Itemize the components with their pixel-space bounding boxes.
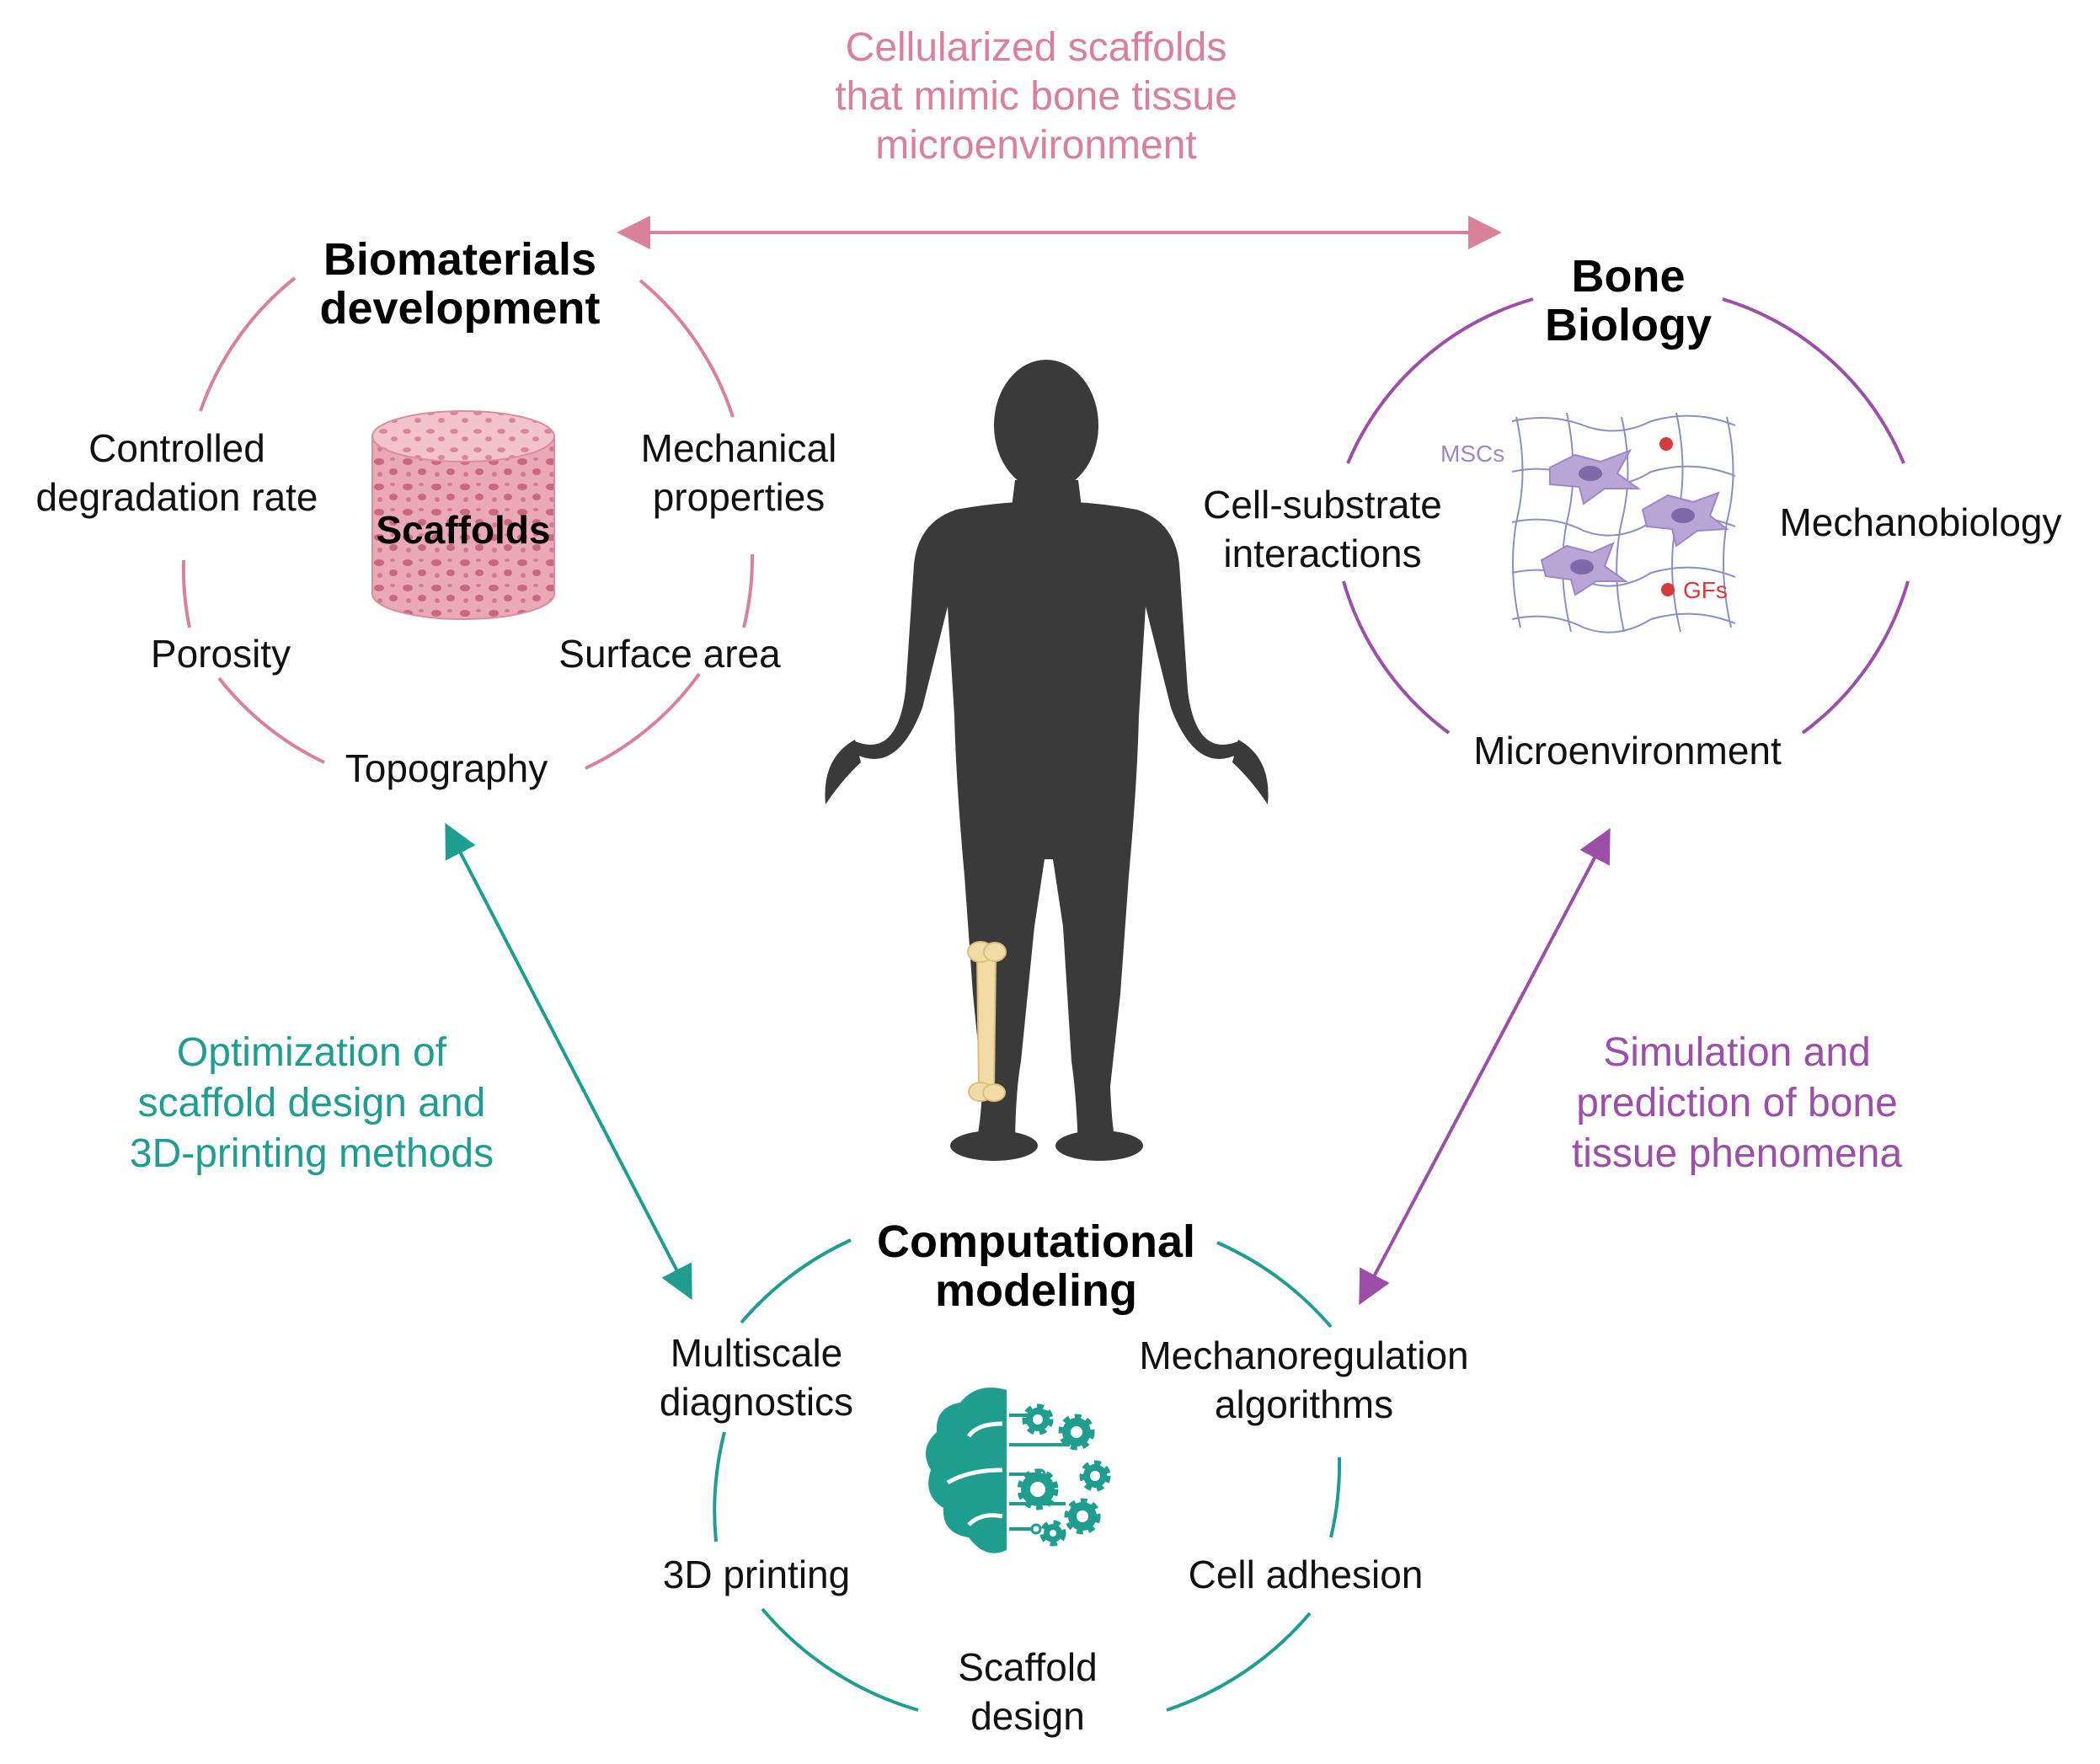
mechanical-label-2: properties <box>653 475 826 519</box>
topography-label: Topography <box>345 746 548 790</box>
scaffold-cylinder-icon <box>371 410 555 620</box>
right-link-line-3: tissue phenomena <box>1572 1131 1903 1176</box>
porosity-label: Porosity <box>151 632 291 676</box>
cell-substrate-label-1: Cell-substrate <box>1203 483 1442 527</box>
top-link-line-1: Cellularized scaffolds <box>846 25 1227 70</box>
right-link-line-1: Simulation and <box>1603 1030 1871 1075</box>
left-link-line-3: 3D-printing methods <box>130 1131 494 1176</box>
left-link-line-2: scaffold design and <box>138 1081 486 1125</box>
computational-cluster: Computational modeling Multiscale diagno… <box>660 1216 1469 1738</box>
controlled-label-1: Controlled <box>88 426 265 470</box>
controlled-label-2: degradation rate <box>35 475 318 519</box>
brain-gears-icon <box>925 1387 1111 1553</box>
mechanoregulation-label-2: algorithms <box>1215 1382 1393 1426</box>
gfs-label: GFs <box>1683 577 1728 603</box>
scaffold-design-label-1: Scaffold <box>958 1645 1097 1689</box>
scaffold-design-label-2: design <box>970 1694 1085 1738</box>
cell-adhesion-label: Cell adhesion <box>1189 1553 1424 1596</box>
right-link-label: Simulation and prediction of bone tissue… <box>1572 1030 1903 1176</box>
surface-area-label: Surface area <box>558 632 781 676</box>
mscs-label: MSCs <box>1440 441 1504 467</box>
biomaterials-ring <box>181 276 755 770</box>
bone-biology-title-line-1: Bone <box>1572 251 1686 302</box>
biomaterials-title-line-1: Biomaterials <box>323 234 596 285</box>
biomaterials-title-line-2: development <box>319 283 600 334</box>
top-link-line-2: that mimic bone tissue <box>835 74 1237 119</box>
left-link-label: Optimization of scaffold design and 3D-p… <box>130 1030 494 1176</box>
scaffolds-label: Scaffolds <box>376 508 550 552</box>
left-link-line-1: Optimization of <box>177 1030 447 1075</box>
computational-title-line-1: Computational <box>877 1216 1195 1267</box>
microenvironment-label: Microenvironment <box>1473 729 1782 772</box>
biomaterials-cluster: Biomaterials development Controlled degr… <box>35 234 836 790</box>
mechanoregulation-label-1: Mechanoregulation <box>1139 1334 1468 1377</box>
computational-ring <box>713 1238 1342 1712</box>
bone-icon <box>967 941 1007 1102</box>
right-double-arrow <box>1359 827 1611 1306</box>
cell-substrate-label-2: interactions <box>1223 532 1421 575</box>
right-link-line-2: prediction of bone <box>1576 1081 1898 1125</box>
cell-matrix-icon <box>1511 412 1736 633</box>
3d-printing-label: 3D printing <box>663 1553 850 1596</box>
bone-biology-title-line-2: Biology <box>1545 300 1712 350</box>
multiscale-label-2: diagnostics <box>660 1380 853 1424</box>
mechanical-label-1: Mechanical <box>641 426 837 470</box>
human-silhouette-icon <box>825 360 1269 1161</box>
mechanobiology-label: Mechanobiology <box>1779 500 2061 544</box>
bone-biology-ring <box>1342 297 1910 735</box>
bone-biology-cluster: Bone Biology <box>1203 251 2061 772</box>
computational-title-line-2: modeling <box>935 1265 1137 1316</box>
top-link-line-3: microenvironment <box>875 123 1196 168</box>
top-link-label: Cellularized scaffolds that mimic bone t… <box>835 25 1237 168</box>
left-double-arrow <box>445 822 692 1301</box>
multiscale-label-1: Multiscale <box>671 1331 843 1375</box>
